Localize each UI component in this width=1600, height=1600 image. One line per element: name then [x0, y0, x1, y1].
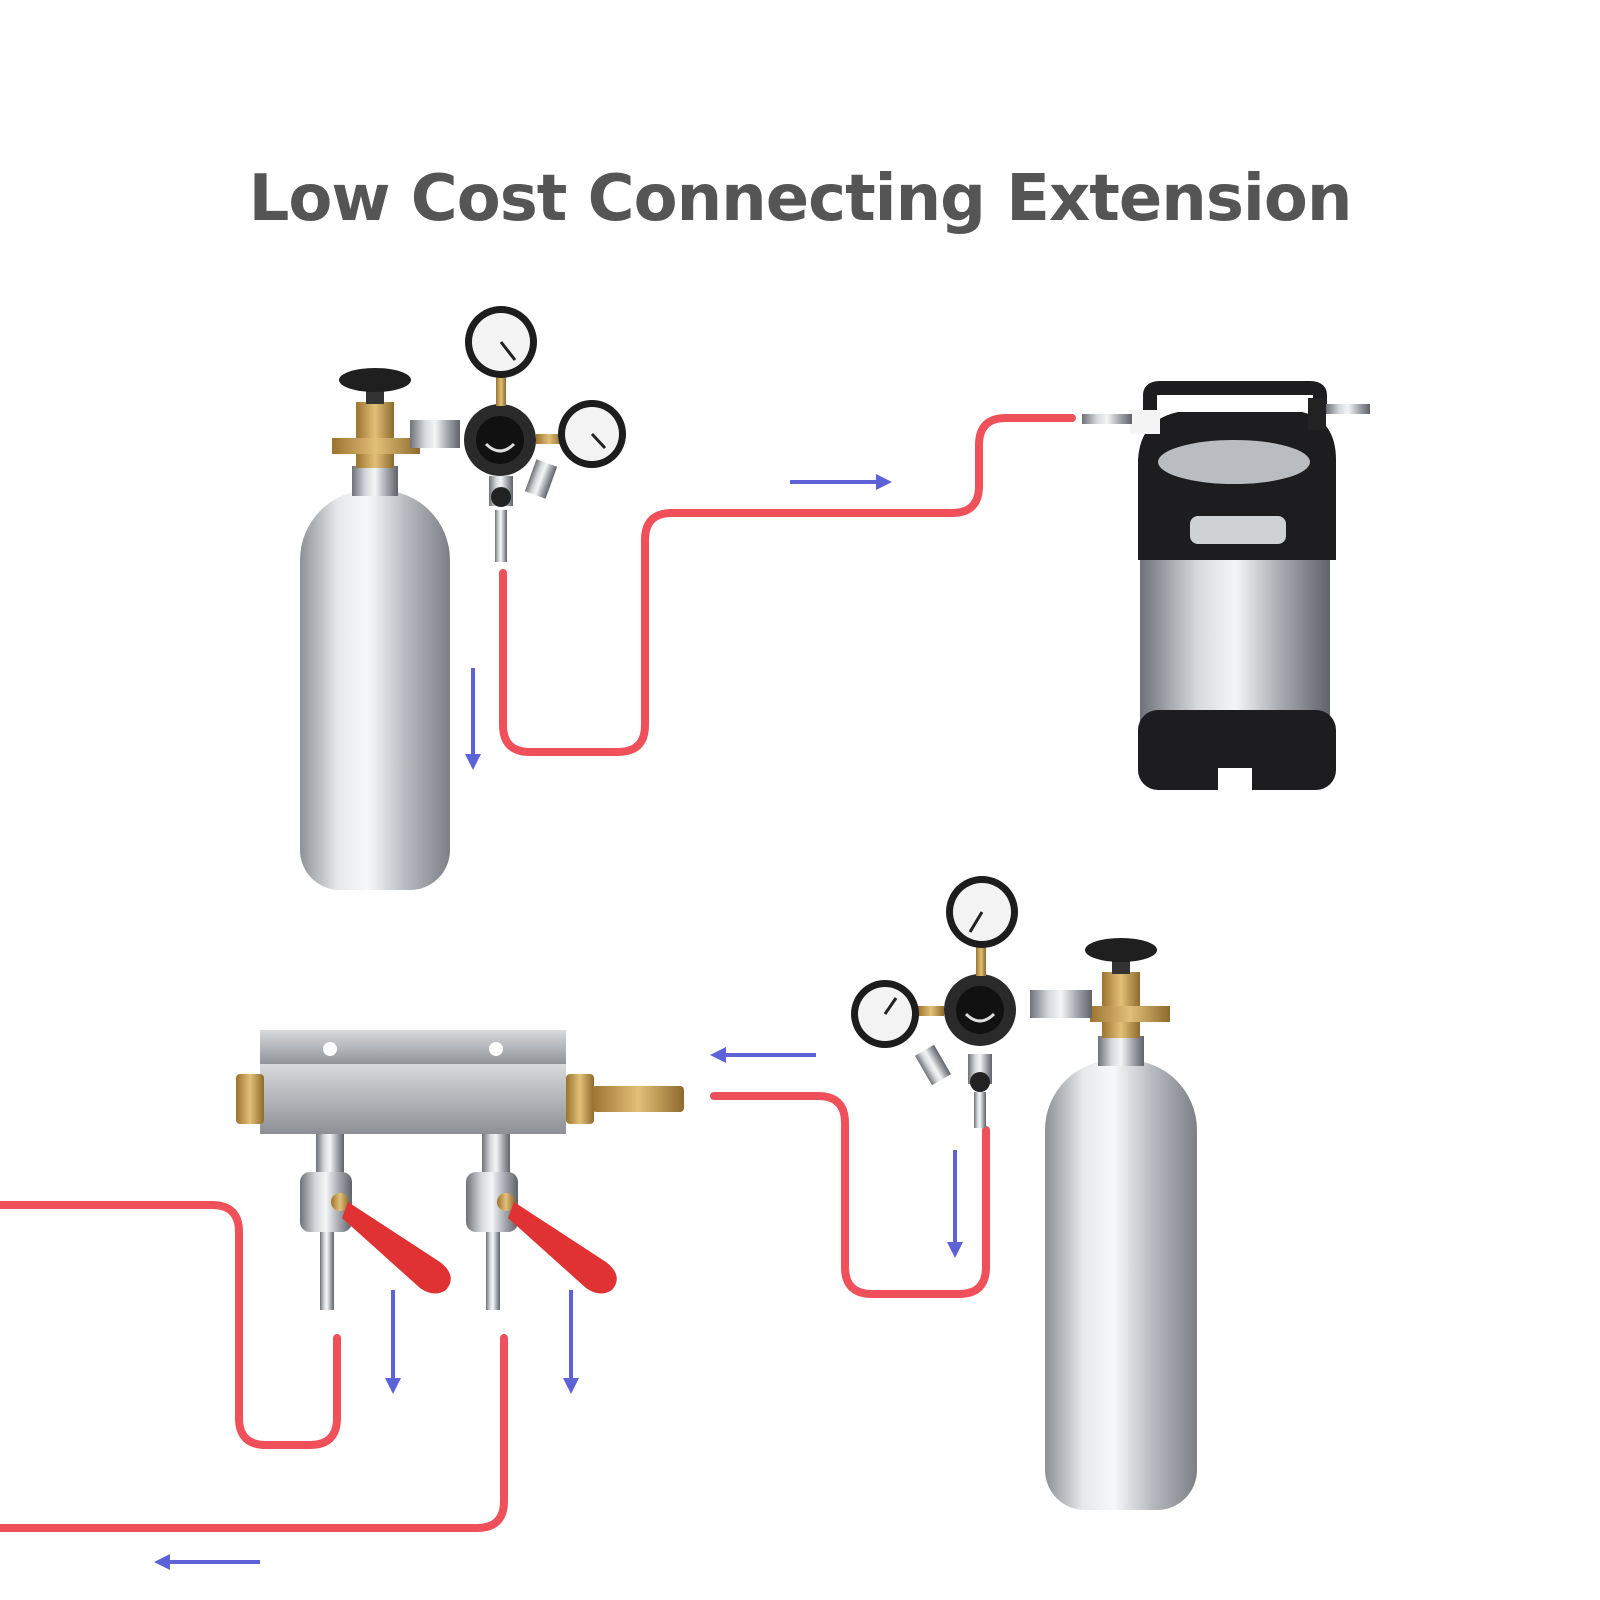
manifold-icon — [236, 1030, 684, 1310]
co2-cylinder-icon — [300, 368, 450, 890]
hose-manifold-left — [0, 1201, 341, 1449]
regulator-icon — [851, 876, 1092, 1128]
diagram-title: Low Cost Connecting Extension — [248, 162, 1353, 236]
keg-icon — [1082, 381, 1370, 794]
co2-cylinder-icon — [1045, 938, 1197, 1510]
hose-bottom-right — [710, 1092, 990, 1298]
regulator-icon — [410, 306, 626, 562]
hose-manifold-right — [0, 1334, 508, 1532]
hose-top — [499, 414, 1076, 756]
